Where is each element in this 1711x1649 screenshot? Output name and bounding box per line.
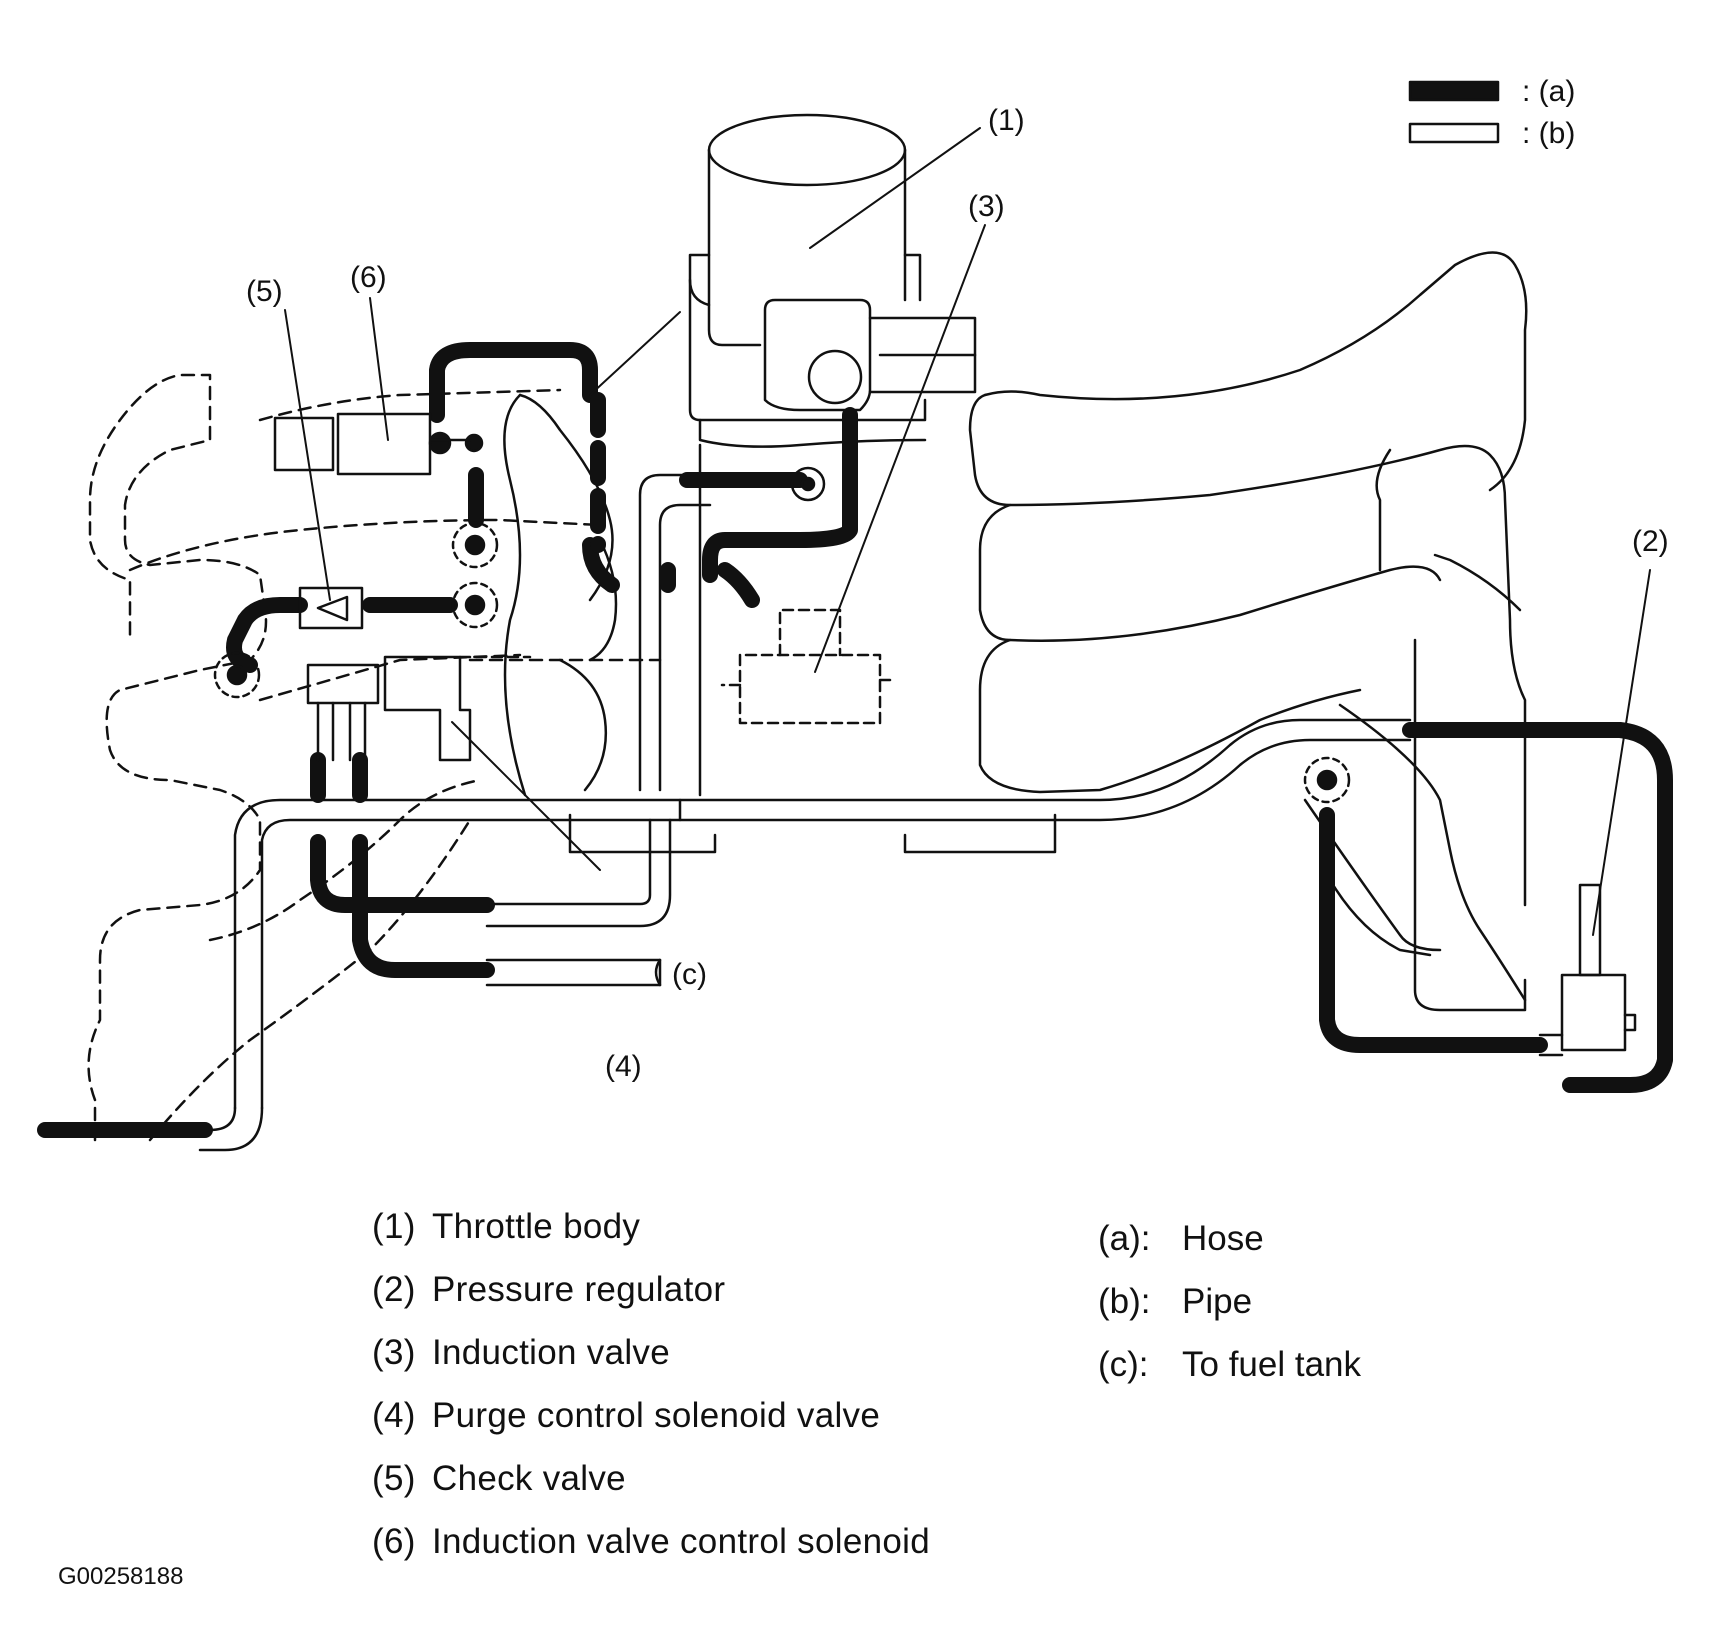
callout-3: (3) [968,190,1005,223]
plenum [503,393,1057,854]
abbreviation-meaning: To fuel tank [1182,1345,1361,1384]
callout-1: (1) [988,104,1025,137]
parts-list-item: (6) Induction valve control solenoid [372,1510,930,1573]
pressure-regulator [1538,883,1637,1057]
abbreviation-meaning: Pipe [1182,1282,1253,1321]
part-name: Induction valve control solenoid [432,1522,930,1561]
callout-2: (2) [1632,525,1669,558]
part-number: (6) [372,1522,416,1561]
part-name: Induction valve [432,1333,670,1372]
parts-list-item: (1) Throttle body [372,1195,930,1258]
legend-label-a: : (a) [1522,75,1575,108]
part-number: (4) [372,1396,416,1435]
abbreviation-item: (a): Hose [1098,1207,1361,1270]
part-number: (3) [372,1333,416,1372]
abbreviation-code: (c): [1098,1345,1149,1384]
callout-c: (c) [672,958,707,991]
legend-swatch-hose [1408,80,1500,102]
parts-list-item: (3) Induction valve [372,1321,930,1384]
abbreviation-code: (a): [1098,1219,1151,1258]
callout-6: (6) [350,261,387,294]
parts-list-item: (5) Check valve [372,1447,930,1510]
part-number: (2) [372,1270,416,1309]
abbreviation-item: (b): Pipe [1098,1270,1361,1333]
hose-fittings [213,466,1351,804]
callout-4: (4) [605,1050,642,1083]
parts-list-item: (4) Purge control solenoid valve [372,1384,930,1447]
intake-runners [968,251,1528,1012]
parts-list: (1) Throttle body (2) Pressure regulator (… [372,1195,930,1573]
abbreviation-item: (c): To fuel tank [1098,1333,1361,1396]
legend-swatch-pipe [1408,122,1500,144]
abbreviation-meaning: Hose [1182,1219,1264,1258]
parts-list-item: (2) Pressure regulator [372,1258,930,1321]
part-name: Purge control solenoid valve [432,1396,881,1435]
throttle-body [688,113,977,448]
hoses [37,342,1673,1138]
intake-manifold-outline [87,373,662,1142]
dashed-hose-segments [590,392,676,593]
purge-control-solenoid-valve [306,655,532,762]
callout-leaders [284,127,1651,936]
induction-valve [720,608,897,725]
abbreviation-code: (b): [1098,1282,1151,1321]
legend-label-b: : (b) [1522,117,1575,150]
part-name: Pressure regulator [432,1270,726,1309]
abbreviation-key: (a): Hose (b): Pipe (c): To fuel tank [1098,1207,1361,1396]
part-name: Check valve [432,1459,626,1498]
callout-5: (5) [246,275,283,308]
check-valve [298,586,364,630]
legend-swatches [1408,80,1500,144]
part-name: Throttle body [432,1207,641,1246]
part-number: (5) [372,1459,416,1498]
pipe-network [198,473,1442,1152]
part-number: (1) [372,1207,416,1246]
figure-id: G00258188 [58,1563,184,1590]
